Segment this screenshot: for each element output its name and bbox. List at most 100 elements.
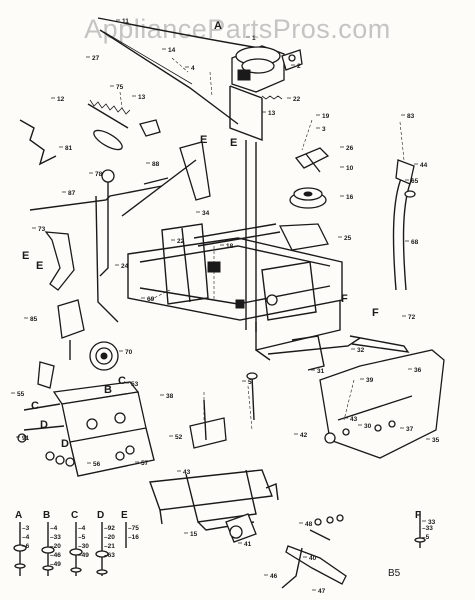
pulley-10 (289, 187, 327, 209)
top-cable (97, 17, 261, 49)
pulley-70 (89, 341, 119, 371)
part-callout: 68 (411, 239, 419, 246)
bracket-88 (179, 141, 211, 201)
part-callout: 19 (322, 113, 330, 120)
part-callout: 42 (300, 432, 308, 439)
part-callout: 22 (293, 96, 301, 103)
part-callout: 34 (202, 210, 210, 217)
part-callout: 14 (168, 47, 176, 54)
part-callout: 91 (22, 435, 30, 442)
legend-letter: E (121, 510, 128, 521)
part-callout: 26 (346, 145, 354, 152)
pipe-83 (392, 159, 416, 291)
bracket-52 (189, 417, 227, 449)
part-callout: 81 (65, 145, 73, 152)
part-callout: 88 (152, 161, 160, 168)
section-letter: E (22, 250, 29, 262)
section-letter: D (40, 419, 48, 431)
part-callout: 69 (147, 296, 155, 303)
hardware-legend: A–3–4–6B–4–33–20–46–49C–4–5–30–49D–92–20… (15, 510, 433, 568)
legend-part-number: –46 (50, 552, 61, 559)
legend-part-number: –6 (22, 543, 30, 550)
part-callout: 1 (252, 35, 256, 42)
legend-part-number: –49 (78, 552, 89, 559)
part-callout: 70 (125, 349, 133, 356)
legend-part-number: –63 (104, 552, 115, 559)
part-callout: 72 (408, 314, 416, 321)
part-callout: 35 (432, 437, 440, 444)
part-callout: 13 (268, 110, 276, 117)
part-callout: 33 (428, 519, 436, 526)
part-callout: 18 (226, 243, 234, 250)
legend-letter: D (97, 510, 104, 521)
part-callout: 36 (414, 367, 422, 374)
part-callout: 16 (346, 194, 354, 201)
legend-part-number: –33 (50, 534, 61, 541)
part-callout: 57 (141, 460, 149, 467)
part-callout: 2 (297, 63, 301, 70)
bracket-26 (294, 147, 330, 169)
legend-part-number: –4 (22, 534, 30, 541)
section-letter: F (372, 307, 379, 319)
spring-80 (87, 99, 131, 151)
part-callout: 53 (131, 381, 139, 388)
part-callout: 3 (322, 126, 326, 133)
legend-part-number: –4 (78, 525, 86, 532)
section-letter: E (230, 137, 237, 149)
part-callout: 25 (344, 235, 352, 242)
part-callout: 52 (175, 434, 183, 441)
watermark: AppliancePartsPros.com (84, 14, 391, 44)
section-letter: F (341, 293, 348, 305)
part-callout: 73 (38, 226, 46, 233)
legend-part-number: –75 (128, 525, 139, 532)
legend-letter: F (415, 510, 421, 521)
legend-letter: C (71, 510, 78, 521)
long-rod (99, 29, 239, 125)
part-callout: 12 (57, 96, 65, 103)
legend-part-number: –3 (22, 525, 30, 532)
part-callout: 48 (305, 521, 313, 528)
line-art (13, 17, 445, 589)
part-callout: 27 (92, 55, 100, 62)
section-letter: B (104, 384, 112, 396)
bracket-78 (139, 119, 161, 137)
part-callout: 4 (191, 65, 195, 72)
washer-cluster (45, 445, 135, 467)
part-callout: 47 (318, 588, 326, 595)
section-letter: C (31, 400, 39, 412)
part-callout: 56 (93, 461, 101, 468)
part-callout: 65 (411, 178, 419, 185)
legend-part-number: –4 (50, 525, 58, 532)
pedal-arm-47 (285, 545, 347, 585)
part-callout: 55 (17, 391, 25, 398)
part-callout: 46 (270, 573, 278, 580)
section-letter: D (61, 438, 69, 450)
part-callout: 39 (366, 377, 374, 384)
part-callout: 31 (317, 368, 325, 375)
plate-35 (319, 349, 445, 459)
legend-part-number: –30 (78, 543, 89, 550)
part-callout: 13 (138, 94, 146, 101)
legend-part-number: –21 (104, 543, 115, 550)
part-callout: 41 (244, 541, 252, 548)
corner-code: B5 (388, 568, 401, 579)
legend-part-number: –49 (50, 561, 61, 568)
section-letter: E (36, 260, 43, 272)
part-callout: 30 (364, 423, 372, 430)
part-callout: 5 (248, 379, 252, 386)
legend-part-number: –20 (104, 534, 115, 541)
spring-22 (261, 95, 283, 100)
part-callout: 24 (121, 263, 129, 270)
steering-column (229, 86, 263, 142)
part-callout: 75 (116, 84, 124, 91)
legend-part-number: –20 (50, 543, 61, 550)
part-callout: 78 (95, 171, 103, 178)
part-callout: 37 (406, 426, 414, 433)
plate-25 (278, 223, 329, 251)
legend-letter: A (15, 510, 22, 521)
part-callout: 87 (68, 190, 76, 197)
